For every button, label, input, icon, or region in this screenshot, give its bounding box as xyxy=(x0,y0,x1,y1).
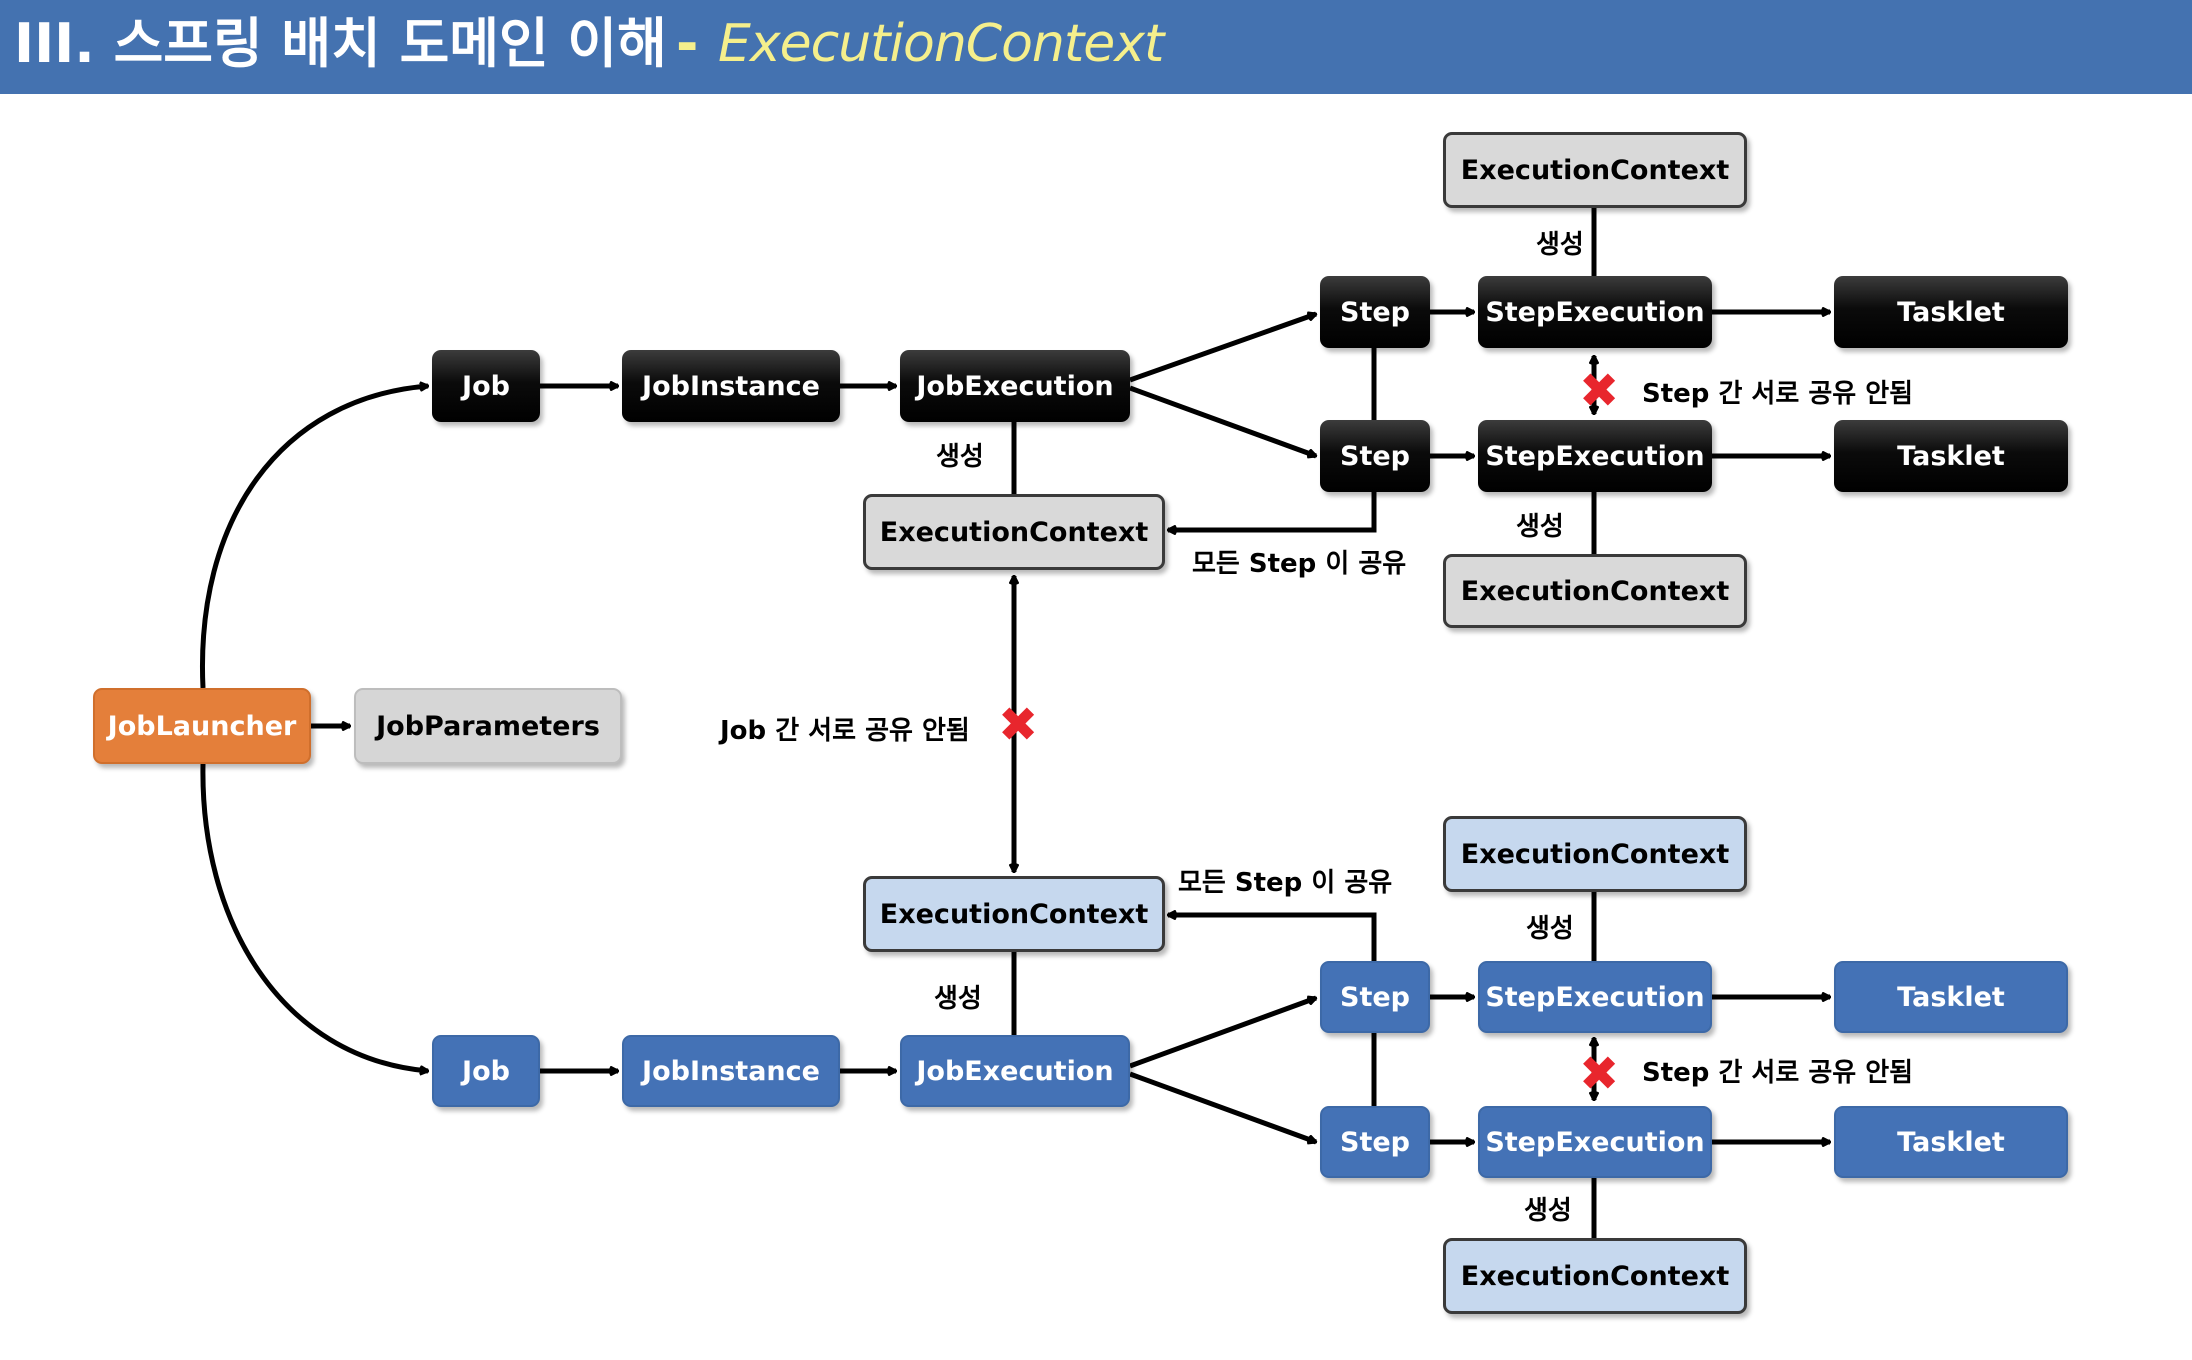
bottom-job-instance-node: JobInstance xyxy=(622,1035,840,1107)
bottom-tasklet-node-2: Tasklet xyxy=(1834,1106,2068,1178)
title-separator: - xyxy=(676,12,699,75)
top-step-execution-node-1: StepExecution xyxy=(1478,276,1712,348)
job-launcher-node: JobLauncher xyxy=(93,688,311,764)
title-accent: ExecutionContext xyxy=(718,14,1164,74)
label-create-bottom-step1: 생성 xyxy=(1526,914,1574,944)
bottom-step-node-1: Step xyxy=(1320,961,1430,1033)
bottom-step-execution-node-2: StepExecution xyxy=(1478,1106,1712,1178)
label-steps-not-shared-top: Step 간 서로 공유 안됨 xyxy=(1642,379,1914,409)
top-step-node-2: Step xyxy=(1320,420,1430,492)
top-tasklet-node-2: Tasklet xyxy=(1834,420,2068,492)
bottom-step-execution-context-1: ExecutionContext xyxy=(1443,816,1747,892)
no-share-x-icon-top-steps: ✖ xyxy=(1579,363,1620,419)
top-steps-share-arrow xyxy=(1168,492,1377,530)
top-step-node-1: Step xyxy=(1320,276,1430,348)
label-create-top-job: 생성 xyxy=(936,442,984,472)
header-bar: III. 스프링 배치 도메인 이해 - ExecutionContext xyxy=(0,0,2192,94)
bottom-steps-share-arrow xyxy=(1168,915,1377,961)
bottom-tasklet-node-1: Tasklet xyxy=(1834,961,2068,1033)
label-create-bottom-job: 생성 xyxy=(934,984,982,1014)
label-jobs-not-shared: Job 간 서로 공유 안됨 xyxy=(720,716,970,746)
no-share-x-icon-jobs: ✖ xyxy=(998,697,1039,753)
label-create-top-step2: 생성 xyxy=(1516,512,1564,542)
top-step-execution-node-2: StepExecution xyxy=(1478,420,1712,492)
bottom-step-execution-context-2: ExecutionContext xyxy=(1443,1238,1747,1314)
label-all-steps-share-top: 모든 Step 이 공유 xyxy=(1192,549,1407,579)
bottom-execution-to-step1-arrow xyxy=(1129,998,1316,1069)
top-step-execution-context-2: ExecutionContext xyxy=(1443,554,1747,628)
top-tasklet-node-1: Tasklet xyxy=(1834,276,2068,348)
bottom-job-node: Job xyxy=(432,1035,540,1107)
launcher-to-top-job-curve xyxy=(199,386,428,689)
label-create-top-step1: 생성 xyxy=(1536,230,1584,260)
top-job-execution-context: ExecutionContext xyxy=(863,494,1165,570)
no-share-x-icon-bottom-steps: ✖ xyxy=(1579,1046,1620,1102)
bottom-job-execution-context: ExecutionContext xyxy=(863,876,1165,952)
top-execution-to-step1-arrow xyxy=(1129,314,1316,383)
bottom-job-execution-node: JobExecution xyxy=(900,1035,1130,1107)
job-parameters-node: JobParameters xyxy=(354,688,622,764)
bottom-execution-to-step2-arrow xyxy=(1129,1071,1316,1142)
top-job-execution-node: JobExecution xyxy=(900,350,1130,422)
top-job-node: Job xyxy=(432,350,540,422)
label-all-steps-share-bottom: 모든 Step 이 공유 xyxy=(1178,868,1393,898)
label-steps-not-shared-bottom: Step 간 서로 공유 안됨 xyxy=(1642,1058,1914,1088)
page-title: III. 스프링 배치 도메인 이해 xyxy=(14,12,667,75)
bottom-step-node-2: Step xyxy=(1320,1106,1430,1178)
label-create-bottom-step2: 생성 xyxy=(1524,1196,1572,1226)
launcher-to-bottom-job-curve xyxy=(200,763,428,1071)
top-step-execution-context-1: ExecutionContext xyxy=(1443,132,1747,208)
top-job-instance-node: JobInstance xyxy=(622,350,840,422)
bottom-step-execution-node-1: StepExecution xyxy=(1478,961,1712,1033)
top-execution-to-step2-arrow xyxy=(1129,385,1316,456)
